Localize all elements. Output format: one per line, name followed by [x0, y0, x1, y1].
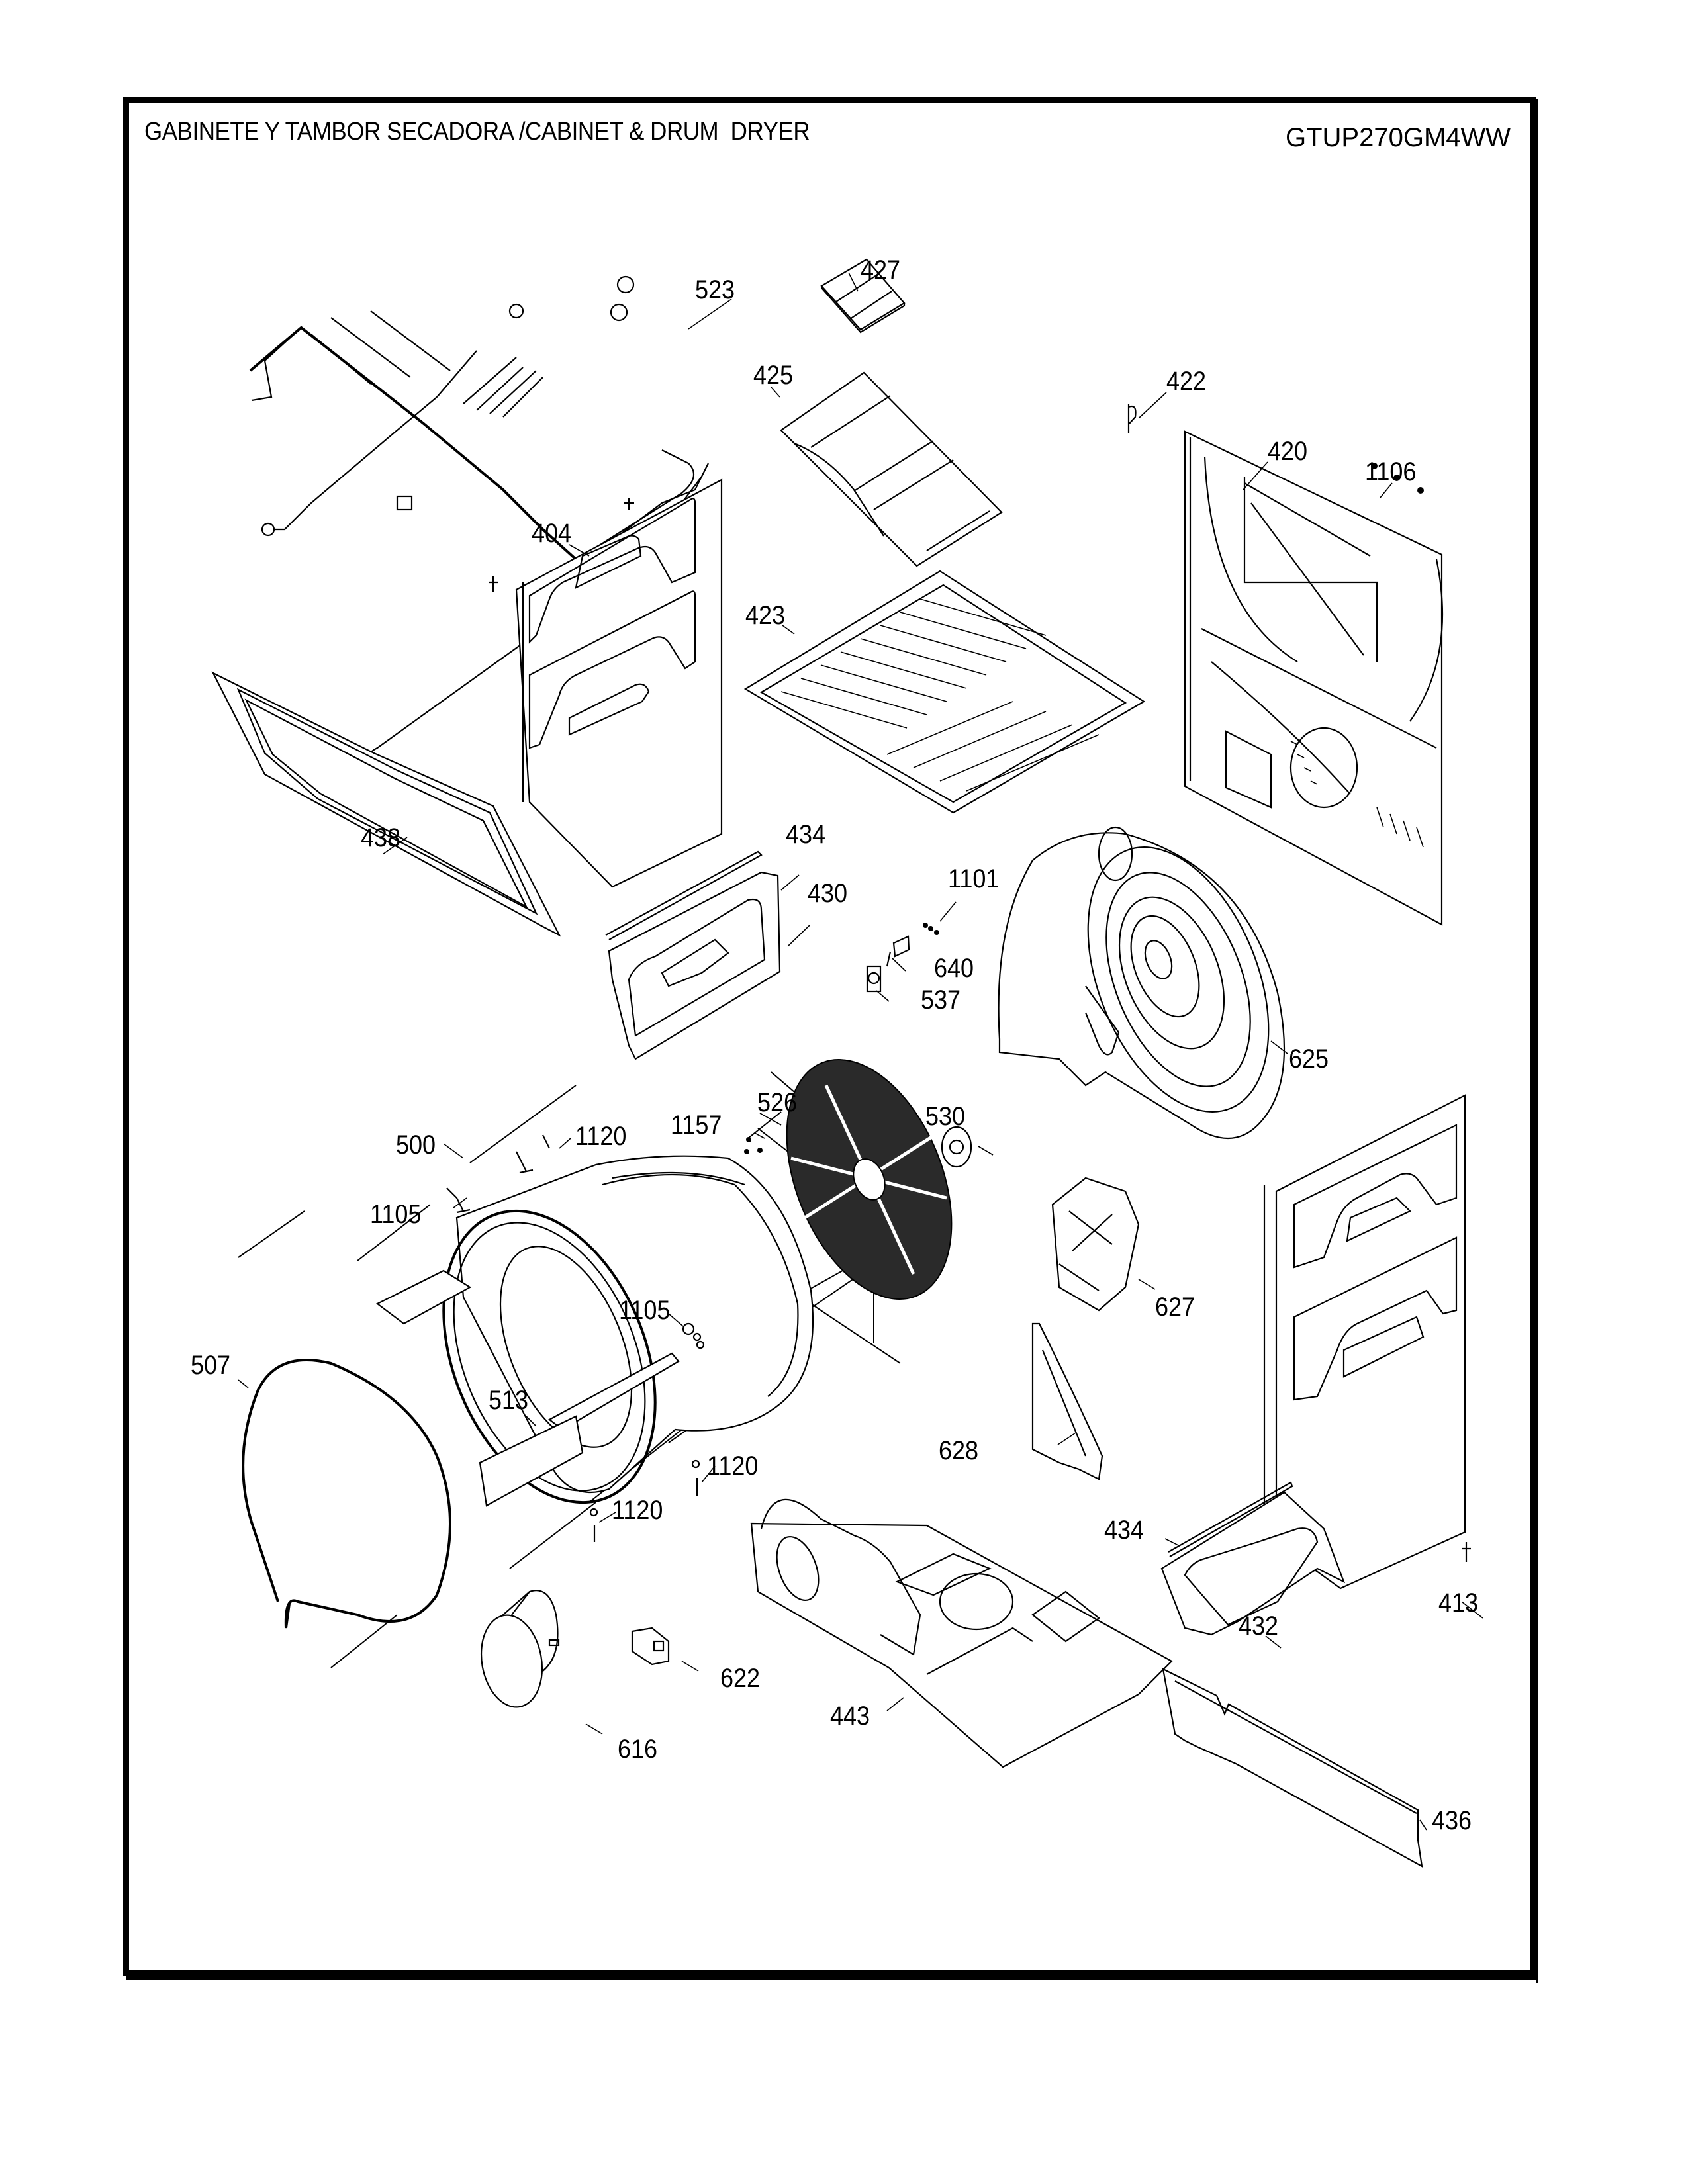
- part-roller-screw-right[interactable]: [682, 1322, 705, 1349]
- part-support-bracket[interactable]: [1031, 1322, 1103, 1480]
- part-left-corner-bracket[interactable]: [608, 871, 781, 1060]
- part-base-pan[interactable]: [750, 1498, 1173, 1768]
- part-left-side-panel[interactable]: [489, 478, 723, 888]
- part-blower-housing[interactable]: [998, 821, 1304, 1139]
- callout-1105-left[interactable]: 1105: [370, 1200, 422, 1229]
- callout-627[interactable]: 627: [1155, 1293, 1196, 1322]
- callout-434-right[interactable]: 434: [1104, 1516, 1145, 1545]
- callout-423[interactable]: 423: [745, 601, 786, 630]
- part-drum-bearing[interactable]: [941, 1126, 972, 1168]
- diagram-frame: [123, 97, 1536, 1976]
- callout-1105-right[interactable]: 1105: [619, 1296, 671, 1325]
- callout-537[interactable]: 537: [921, 985, 961, 1015]
- part-top-panel-cover[interactable]: [780, 371, 1003, 567]
- callout-640[interactable]: 640: [934, 954, 974, 983]
- callout-523[interactable]: 523: [695, 275, 735, 304]
- callout-1120-lower-right[interactable]: 1120: [707, 1451, 759, 1480]
- callout-622[interactable]: 622: [720, 1664, 761, 1693]
- part-kick-plate[interactable]: [1162, 1668, 1423, 1868]
- callout-413[interactable]: 413: [1438, 1588, 1479, 1617]
- model-number: GTUP270GM4WW: [1286, 123, 1511, 152]
- part-left-rail[interactable]: [605, 850, 763, 940]
- callout-500[interactable]: 500: [396, 1130, 436, 1160]
- part-roller-screw-left[interactable]: [446, 1187, 471, 1214]
- part-drum-felt-seal[interactable]: [242, 1359, 451, 1629]
- part-drum-screws[interactable]: [744, 1137, 763, 1154]
- callout-420[interactable]: 420: [1268, 437, 1308, 466]
- callout-404[interactable]: 404: [532, 519, 572, 548]
- callout-1101[interactable]: 1101: [948, 864, 1000, 893]
- part-screws-1101[interactable]: [923, 923, 939, 935]
- part-motor-cover[interactable]: [475, 1590, 560, 1712]
- frame-shadow: [126, 1976, 1538, 1980]
- callout-628[interactable]: 628: [939, 1436, 979, 1465]
- frame-shadow: [1536, 99, 1538, 1983]
- part-screw-lower-right[interactable]: [691, 1459, 700, 1496]
- part-drum-rear-mesh[interactable]: [755, 1036, 984, 1324]
- part-screw-top[interactable]: [516, 1134, 550, 1174]
- callout-513[interactable]: 513: [489, 1386, 529, 1415]
- part-duct-housing[interactable]: [1051, 1177, 1140, 1312]
- callout-526[interactable]: 526: [757, 1088, 798, 1117]
- part-right-side-panel[interactable]: [1263, 1094, 1471, 1590]
- leader-lines: [238, 272, 1483, 1831]
- part-right-corner-bracket[interactable]: [1160, 1491, 1346, 1636]
- callout-427[interactable]: 427: [861, 255, 901, 285]
- part-rear-panel-screws[interactable]: [1371, 463, 1424, 494]
- callout-434-left[interactable]: 434: [786, 820, 826, 849]
- part-rear-panel[interactable]: [1184, 430, 1444, 926]
- callout-1106[interactable]: 1106: [1365, 457, 1417, 486]
- callout-530[interactable]: 530: [925, 1102, 966, 1131]
- callout-438[interactable]: 438: [361, 823, 401, 852]
- part-thermostat-537[interactable]: [866, 965, 882, 993]
- part-clip[interactable]: [1127, 404, 1137, 433]
- callout-1120-top[interactable]: 1120: [575, 1122, 627, 1151]
- diagram-title: GABINETE Y TAMBOR SECADORA /CABINET & DR…: [144, 118, 810, 146]
- part-top-panel[interactable]: [743, 570, 1146, 814]
- callout-625[interactable]: 625: [1289, 1044, 1329, 1073]
- part-front-panel-frame[interactable]: [211, 671, 561, 937]
- callout-1157[interactable]: 1157: [671, 1111, 722, 1140]
- callout-507[interactable]: 507: [191, 1351, 231, 1380]
- callout-616[interactable]: 616: [618, 1735, 658, 1764]
- callout-432[interactable]: 432: [1239, 1612, 1279, 1641]
- part-drum-baffle[interactable]: [375, 1269, 680, 1507]
- callout-1120-lower-left[interactable]: 1120: [612, 1496, 663, 1525]
- callout-443[interactable]: 443: [830, 1702, 870, 1731]
- part-motor-switch[interactable]: [631, 1627, 670, 1666]
- part-bracket-640[interactable]: [886, 935, 910, 967]
- part-top-insulation-pad[interactable]: [820, 258, 906, 334]
- callout-422[interactable]: 422: [1166, 367, 1207, 396]
- callout-430[interactable]: 430: [808, 879, 848, 908]
- part-screw-lower-left[interactable]: [589, 1508, 598, 1542]
- callout-425[interactable]: 425: [753, 361, 794, 390]
- part-right-rail[interactable]: [1168, 1481, 1293, 1557]
- callout-436[interactable]: 436: [1432, 1806, 1472, 1835]
